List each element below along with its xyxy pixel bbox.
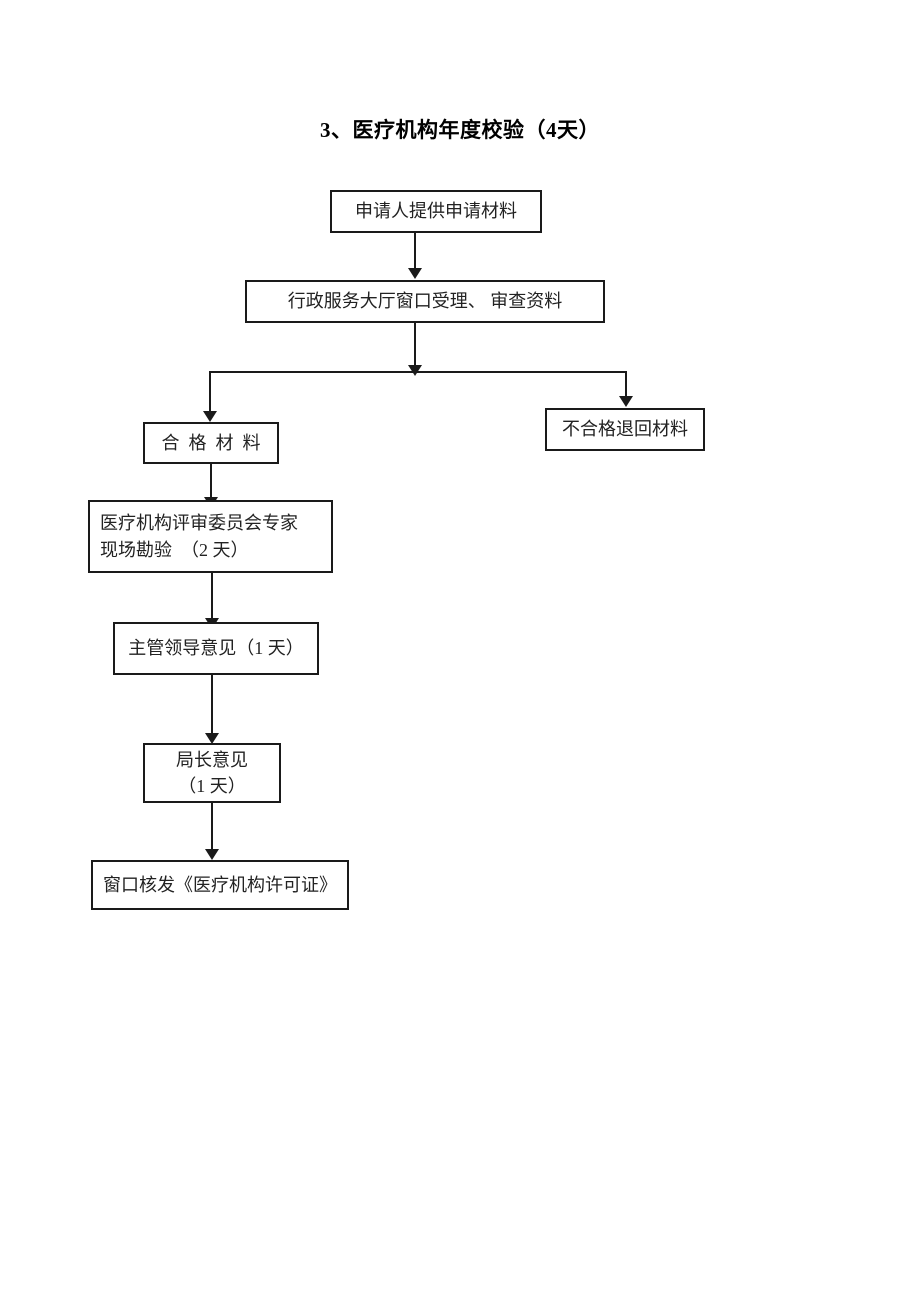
edge-expert-leader-stem xyxy=(211,573,213,625)
flow-node-issue-line-1: 窗口核发《医疗机构许可证》 xyxy=(103,874,337,895)
flow-node-director-line-2: （1 天） xyxy=(178,776,246,796)
page-title: 3、医疗机构年度校验（4天） xyxy=(320,118,600,142)
edge-leader-director-stem xyxy=(211,675,213,741)
flow-node-expert-line-2: 现场勘验 （2 天） xyxy=(100,539,249,560)
flow-node-expert-line-1: 医疗机构评审委员会专家 xyxy=(100,513,298,534)
flow-node-qualified-line-1: 合格材料 xyxy=(161,432,270,453)
edge-reception-split-arrowhead xyxy=(408,365,422,376)
flow-node-rejected-line-1: 不合格退回材料 xyxy=(562,419,688,440)
edge-apply-reception-stem xyxy=(414,233,416,269)
flow-node-qualified: 合格材料 xyxy=(143,422,279,464)
edge-reception-split-stem xyxy=(414,323,416,367)
edge-split-rejected-stem xyxy=(625,371,627,402)
flow-node-reception: 行政服务大厅窗口受理、 审查资料 xyxy=(245,280,605,323)
flow-node-issue: 窗口核发《医疗机构许可证》 xyxy=(91,860,349,910)
flow-node-leader-line-1: 主管领导意见（1 天） xyxy=(128,638,304,659)
flow-node-director-line-1: 局长意见 xyxy=(176,749,248,770)
flow-node-leader: 主管领导意见（1 天） xyxy=(113,622,319,675)
edge-split-rejected-arrowhead xyxy=(619,396,633,407)
edge-split-qualified-stem xyxy=(209,371,211,415)
flow-node-director: 局长意见 （1 天） xyxy=(143,743,281,803)
flow-node-apply-line-1: 申请人提供申请材料 xyxy=(355,201,517,222)
flow-node-rejected: 不合格退回材料 xyxy=(545,408,705,451)
edge-director-issue-arrowhead xyxy=(205,849,219,860)
flow-node-apply: 申请人提供申请材料 xyxy=(330,190,542,233)
flow-node-reception-line-1: 行政服务大厅窗口受理、 审查资料 xyxy=(287,291,563,312)
edge-leader-director-arrowhead xyxy=(205,733,219,744)
edge-apply-reception-arrowhead xyxy=(408,268,422,279)
edge-split-qualified-arrowhead xyxy=(203,411,217,422)
edge-qualified-expert-stem xyxy=(210,464,212,504)
edge-branch-split-bar xyxy=(209,371,627,373)
edge-director-issue-stem xyxy=(211,803,213,855)
flow-node-expert: 医疗机构评审委员会专家 现场勘验 （2 天） xyxy=(88,500,333,573)
